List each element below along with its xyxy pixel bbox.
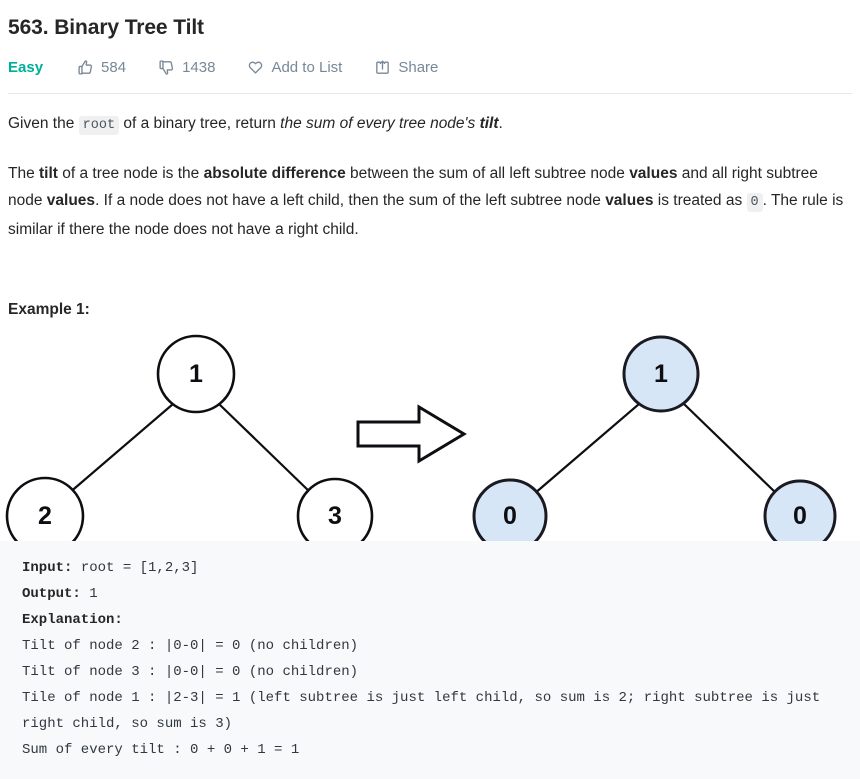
- inline-code-root: root: [78, 116, 120, 135]
- code-line-3: Tile of node 1 : |2-3| = 1 (left subtree…: [22, 690, 829, 732]
- svg-text:1: 1: [189, 360, 203, 388]
- thumbs-up-icon: [77, 59, 94, 76]
- desc-p2-text-1: The: [8, 165, 40, 182]
- input-label: Input:: [22, 560, 73, 576]
- dislike-button[interactable]: 1438: [158, 59, 215, 76]
- desc-p1-em-1: the sum of every tree node's: [280, 115, 480, 132]
- difficulty-badge: Easy: [8, 58, 44, 76]
- result-tree-nodes: 1 0 0: [472, 335, 837, 554]
- desc-p2-text-2: of a tree node is the: [57, 165, 204, 182]
- output-label: Output:: [22, 586, 81, 602]
- thumbs-down-icon: [158, 59, 175, 76]
- desc-p1-text-3: .: [498, 115, 503, 132]
- code-line-1: Tilt of node 2 : |0-0| = 0 (no children): [22, 638, 359, 654]
- output-value: 1: [80, 586, 98, 602]
- code-line-output: Output: 1: [22, 581, 838, 607]
- add-to-list-label: Add to List: [271, 58, 343, 76]
- heart-icon: [247, 59, 264, 76]
- inline-code-zero: 0: [746, 193, 763, 212]
- svg-text:2: 2: [38, 502, 52, 530]
- share-icon: [374, 59, 391, 76]
- desc-p2-text-7: . The rule is similar if there the node …: [8, 192, 844, 238]
- input-tree-edges: [67, 403, 313, 495]
- desc-p2-bold-3: values: [629, 165, 678, 182]
- svg-text:1: 1: [654, 360, 668, 388]
- problem-description: Given the root of a binary tree, return …: [8, 94, 852, 243]
- desc-p2-text-4: and all right subtree node: [8, 165, 818, 209]
- input-value: root = [1,2,3]: [72, 560, 199, 576]
- explanation-label: Explanation:: [22, 612, 123, 628]
- dislike-count: 1438: [182, 58, 216, 76]
- transform-arrow: [356, 404, 467, 464]
- desc-p2-bold-2: absolute difference: [203, 165, 346, 182]
- result-tree-edges: [533, 403, 778, 495]
- svg-text:0: 0: [503, 502, 517, 530]
- share-button[interactable]: Share: [374, 59, 438, 76]
- desc-p1-text-2: of a binary tree, return: [119, 115, 281, 132]
- desc-p2-bold-5: values: [605, 192, 654, 209]
- code-line-2: Tilt of node 3 : |0-0| = 0 (no children): [22, 664, 359, 680]
- desc-p2-bold-4: values: [46, 192, 96, 209]
- svg-text:3: 3: [328, 502, 342, 530]
- desc-p2-text-5: . If a node does not have a left child, …: [95, 192, 606, 209]
- code-line-input: Input: root = [1,2,3]: [22, 555, 838, 581]
- desc-p1-em-bold: tilt: [479, 115, 499, 132]
- share-label: Share: [398, 58, 439, 76]
- desc-p1-text-1: Given the: [8, 115, 79, 132]
- header-divider: [8, 93, 852, 94]
- code-line-4: Sum of every tilt : 0 + 0 + 1 = 1: [22, 742, 300, 758]
- add-to-list-button[interactable]: Add to List: [247, 59, 342, 76]
- input-tree-nodes: 1 2 3: [5, 334, 374, 556]
- desc-p2-text-3: between the sum of all left subtree node: [345, 165, 630, 182]
- code-line-explanation-label: Explanation:: [22, 607, 838, 633]
- description-paragraph-2: The tilt of a tree node is the absolute …: [8, 139, 852, 243]
- desc-p2-bold-1: tilt: [39, 165, 58, 182]
- example-figure: 1 2 3 1 0 0: [0, 329, 852, 557]
- like-button[interactable]: 584: [77, 59, 126, 76]
- like-count: 584: [101, 58, 127, 76]
- description-paragraph-1: Given the root of a binary tree, return …: [8, 94, 852, 139]
- example-heading: Example 1:: [8, 301, 90, 318]
- page-title: 563. Binary Tree Tilt: [8, 16, 204, 39]
- desc-p2-text-6: is treated as: [653, 192, 747, 209]
- svg-text:0: 0: [793, 502, 807, 530]
- problem-meta-row: Easy 584 1438: [8, 42, 852, 79]
